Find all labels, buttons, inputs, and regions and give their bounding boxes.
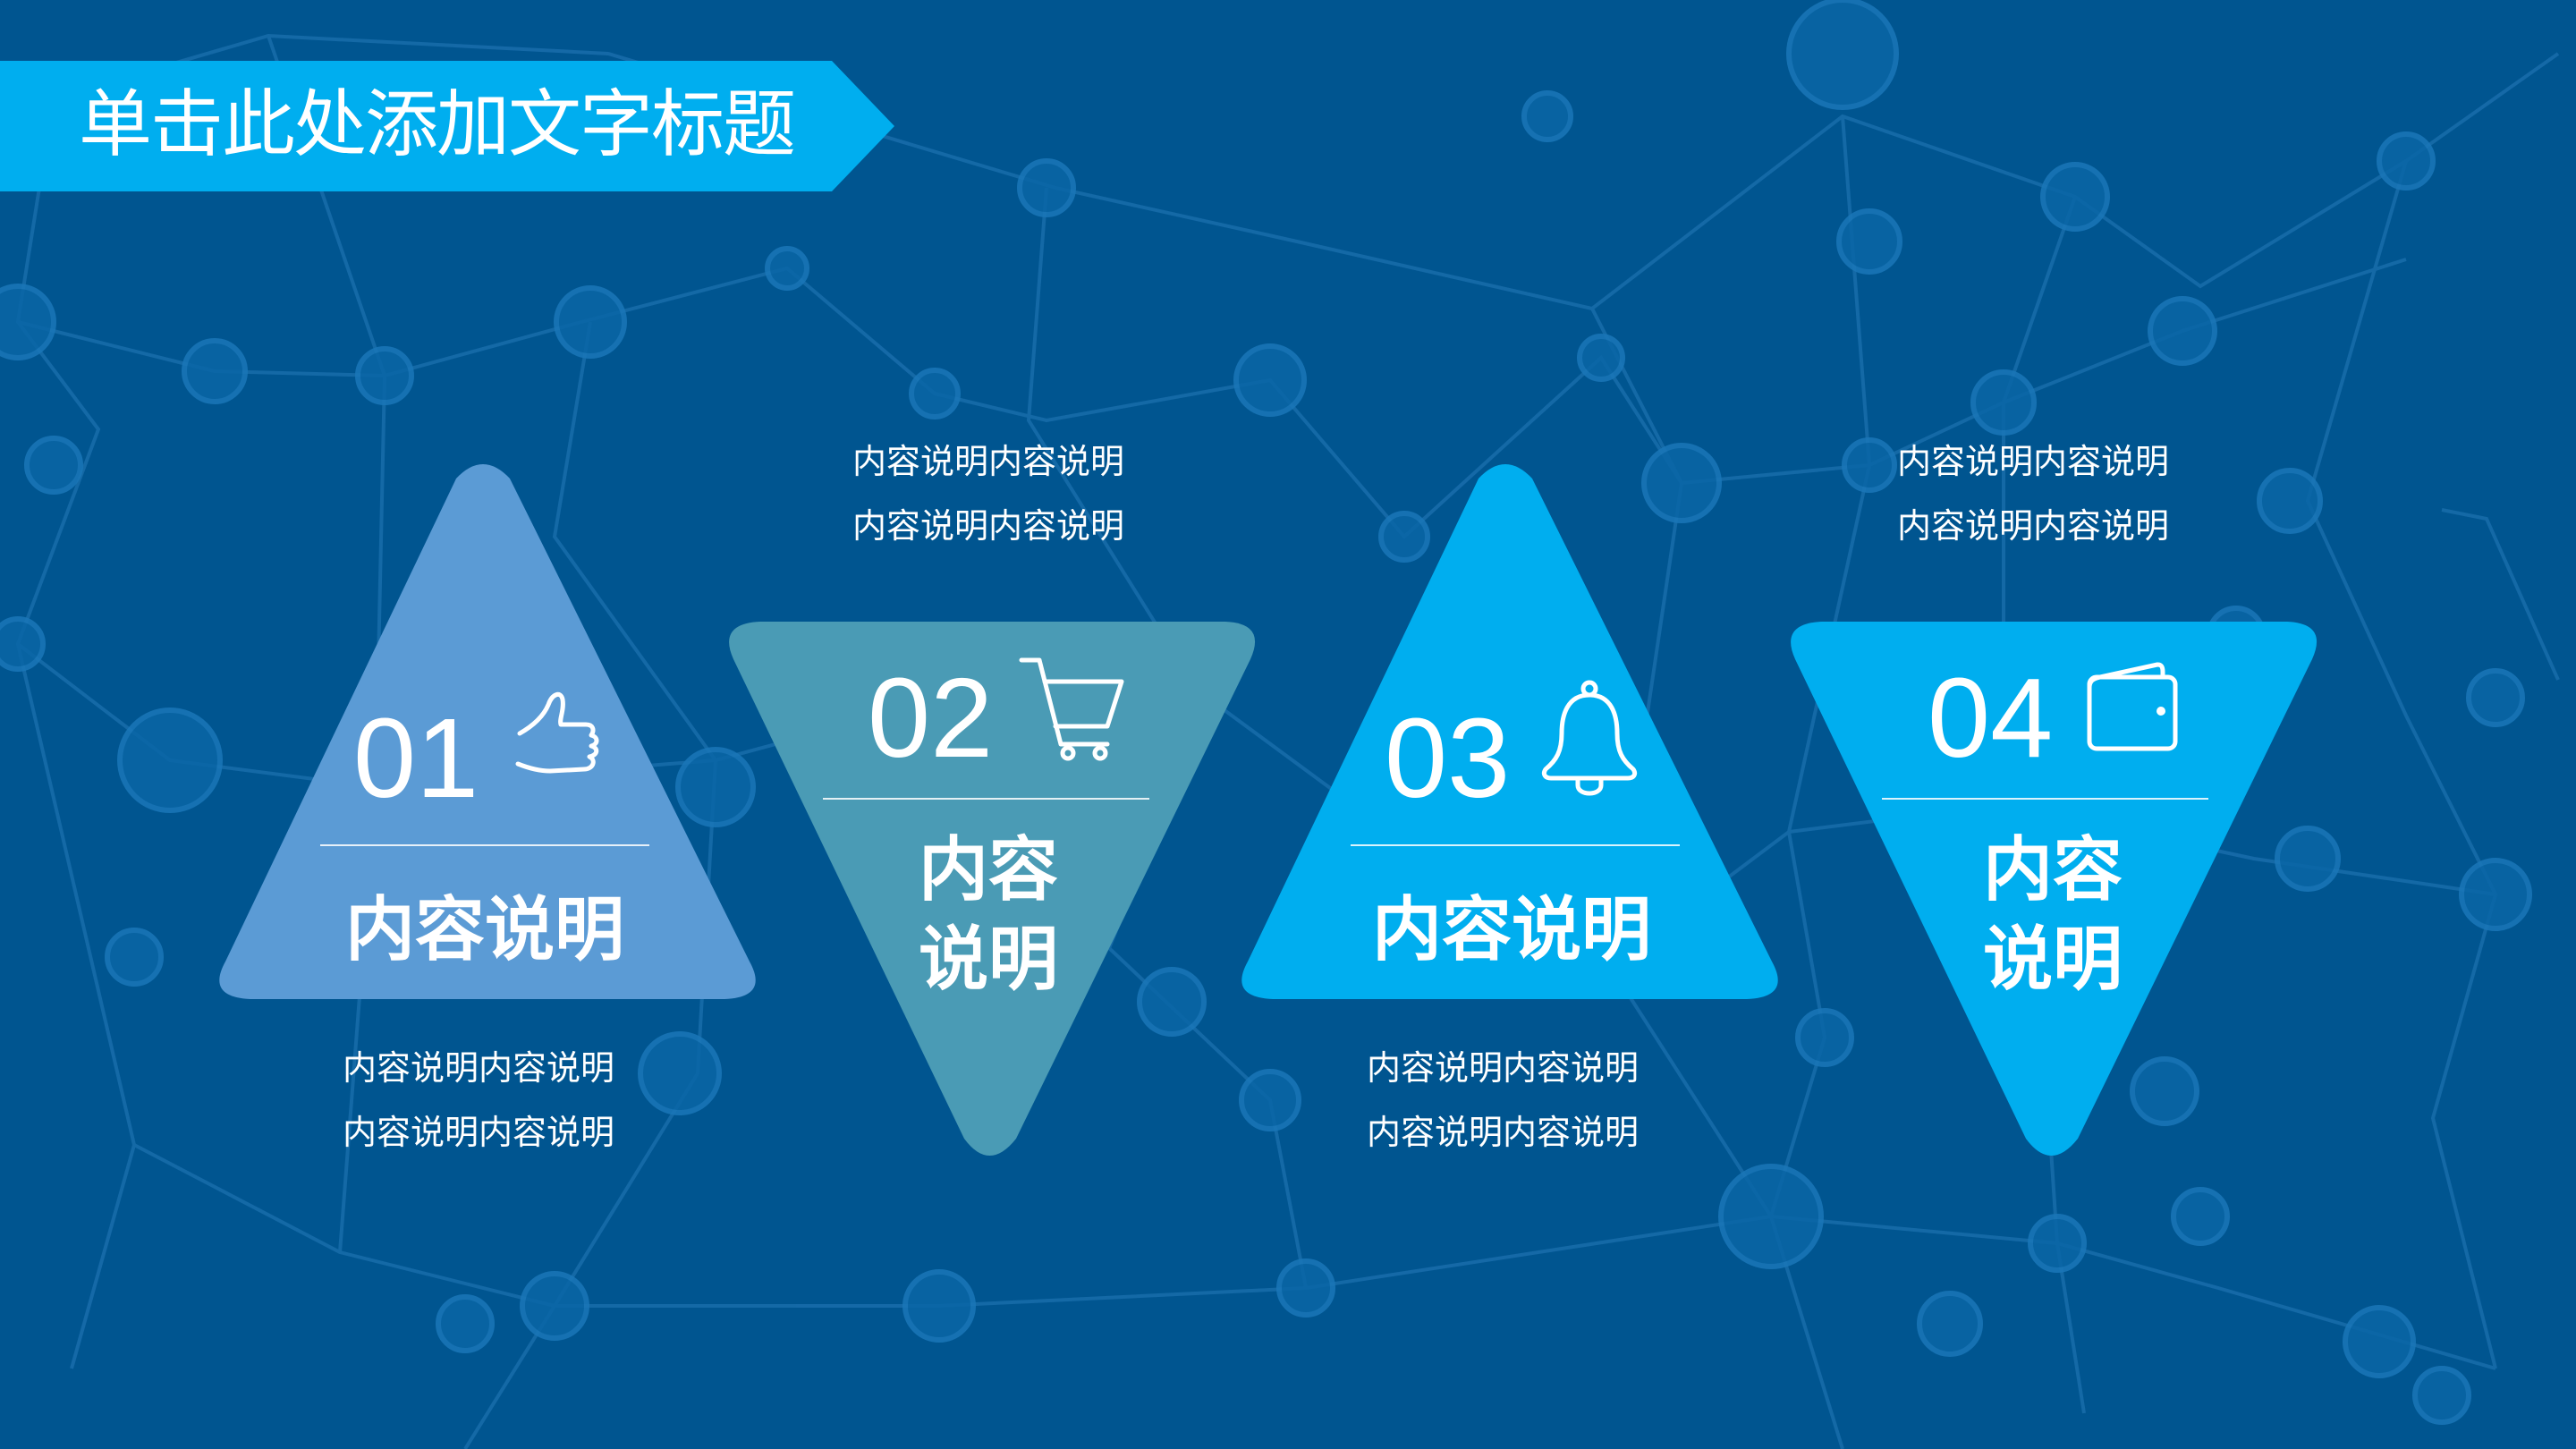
step-2-label-line2: 说明 [918,919,1058,1000]
step-4-desc-line1: 内容说明内容说明 [1896,442,2169,481]
bell-icon [1541,680,1638,796]
step-3-description[interactable]: 内容说明内容说明 内容说明内容说明 [1324,1036,1682,1165]
step-2-divider [823,798,1149,800]
step-3-number: 03 [1385,695,1511,821]
step-1-number: 01 [353,695,479,821]
step-4-description[interactable]: 内容说明内容说明 内容说明内容说明 [1854,429,2212,558]
step-4-desc-line2: 内容说明内容说明 [1896,506,2169,546]
step-1-description[interactable]: 内容说明内容说明 内容说明内容说明 [300,1036,657,1165]
step-4-label-line1: 内容 [1982,830,2123,911]
banner-arrow-shape [0,61,894,191]
step-4-label-line2: 说明 [1982,919,2123,1000]
shopping-cart-icon [1019,657,1124,761]
title-banner: 单击此处添加文字标题 [0,61,894,191]
step-4-triangle [1791,622,2318,1156]
thumbs-up-icon [515,691,599,774]
step-2-description[interactable]: 内容说明内容说明 内容说明内容说明 [809,429,1167,558]
step-1-triangle [219,464,756,999]
step-2-label-line1: 内容 [918,830,1058,911]
step-2-desc-line2: 内容说明内容说明 [852,506,1124,546]
wallet-icon [2087,662,2178,751]
slide-title[interactable]: 单击此处添加文字标题 [79,82,796,167]
step-4-divider [1882,798,2208,800]
step-4-number: 04 [1928,655,2054,781]
step-1-desc-line1: 内容说明内容说明 [342,1048,614,1088]
step-1-divider [320,844,649,846]
step-1-desc-line2: 内容说明内容说明 [342,1113,614,1152]
step-1-label: 内容说明 [344,890,624,970]
step-3-triangle [1241,464,1778,999]
step-2-triangle [729,622,1256,1156]
step-3-divider [1351,844,1680,846]
step-3-desc-line2: 内容说明内容说明 [1366,1113,1639,1152]
step-3-desc-line1: 内容说明内容说明 [1366,1048,1639,1088]
step-2-desc-line1: 内容说明内容说明 [852,442,1124,481]
step-2-number: 02 [868,655,994,781]
step-3-label: 内容说明 [1371,890,1651,970]
